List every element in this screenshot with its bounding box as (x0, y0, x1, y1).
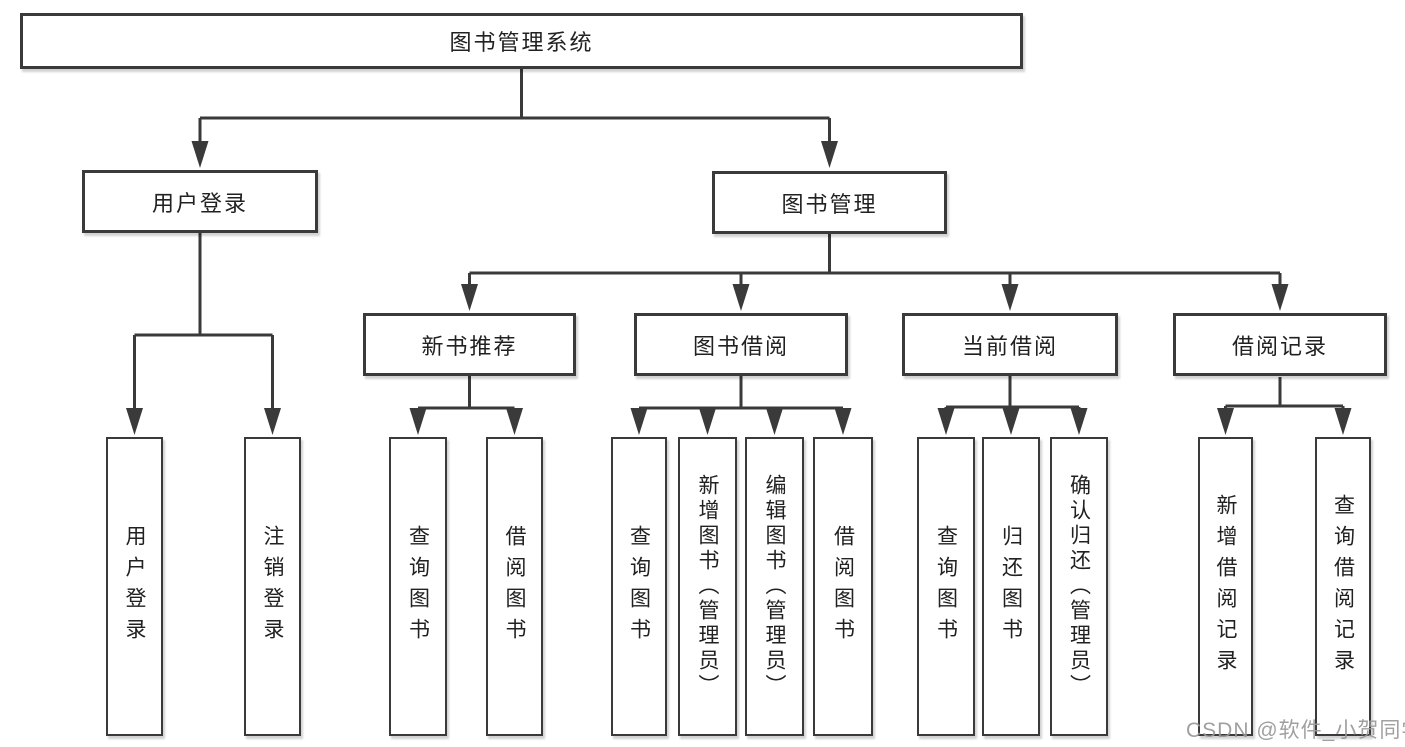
node-leaf-edit-books-admin: 编辑图书（管理员） (745, 437, 804, 736)
node-label: 新增图书（管理员） (696, 474, 719, 699)
node-label: 新增借阅记录 (1214, 493, 1237, 680)
node-label: 借阅图书 (831, 524, 855, 649)
node-label: 注销登录 (261, 524, 284, 649)
node-user-login: 用户登录 (82, 170, 318, 233)
node-label: 归还图书 (999, 524, 1023, 649)
node-leaf-user-login: 用户登录 (106, 437, 163, 736)
node-leaf-borrow-books: 借阅图书 (813, 437, 873, 736)
node-leaf-add-borrow-record: 新增借阅记录 (1198, 437, 1253, 736)
node-label: 查询借阅记录 (1331, 493, 1355, 680)
node-label: 借阅图书 (503, 524, 526, 649)
node-label: 图书管理 (781, 191, 878, 217)
node-leaf-confirm-return-admin: 确认归还（管理员） (1050, 437, 1108, 736)
node-label: 查询图书 (934, 524, 958, 649)
node-book-management: 图书管理 (712, 171, 947, 234)
node-leaf-add-books-admin: 新增图书（管理员） (678, 437, 737, 736)
csdn-watermark: CSDN @软件_小贺同学 (1186, 719, 1405, 742)
node-label: 编辑图书（管理员） (763, 474, 786, 699)
node-leaf-query-books-recommend: 查询图书 (389, 437, 447, 736)
node-label: 确认归还（管理员） (1067, 474, 1091, 699)
node-leaf-query-borrow-record: 查询借阅记录 (1315, 437, 1371, 736)
node-label: 图书借阅 (692, 333, 789, 359)
node-label: 借阅记录 (1231, 333, 1328, 359)
node-label: 查询图书 (627, 524, 651, 649)
node-book-borrowing: 图书借阅 (634, 313, 848, 376)
node-leaf-logout: 注销登录 (244, 437, 301, 736)
node-leaf-borrow-books-recommend: 借阅图书 (486, 437, 543, 736)
node-label: 当前借阅 (961, 333, 1058, 359)
node-leaf-query-books-current: 查询图书 (917, 437, 975, 736)
node-library-system: 图书管理系统 (20, 13, 1023, 69)
node-label: 查询图书 (406, 524, 430, 649)
node-leaf-query-books-borrowing: 查询图书 (611, 437, 667, 736)
node-new-book-recommend: 新书推荐 (363, 313, 576, 376)
node-borrowing-records: 借阅记录 (1173, 313, 1387, 376)
node-label: 图书管理系统 (449, 30, 594, 55)
node-current-borrowing: 当前借阅 (902, 313, 1118, 376)
node-leaf-return-books: 归还图书 (982, 437, 1040, 736)
node-label: 用户登录 (123, 524, 146, 649)
node-label: 新书推荐 (421, 333, 518, 359)
node-label: 用户登录 (151, 190, 248, 216)
